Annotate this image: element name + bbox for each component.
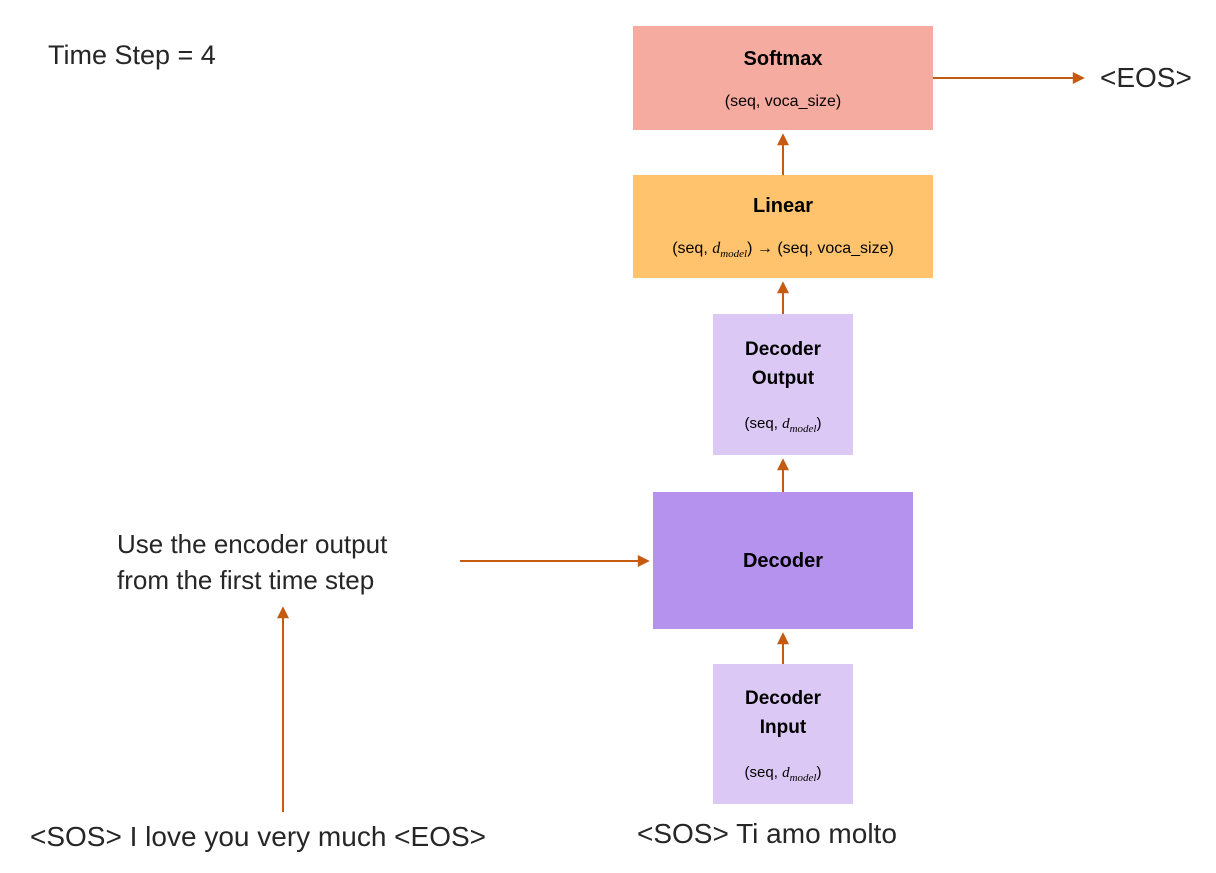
decoder-input-label-line2: Input [759, 717, 807, 738]
decoder-output-dim-var: d [782, 415, 790, 432]
time-step-label: Time Step = 4 [48, 40, 216, 70]
decoder-output-box: Decoder Output (seq, dmodel) [713, 314, 853, 455]
decoder-input-label: Decoder Input [745, 684, 821, 742]
softmax-shape: (seq, voca_size) [724, 93, 842, 110]
decoder-input-dim-sub: model [789, 772, 817, 784]
softmax-label: Softmax [743, 48, 823, 70]
decoder-label: Decoder [742, 549, 824, 572]
decoder-input-box: Decoder Input (seq, dmodel) [713, 664, 853, 804]
decoder-input-label-line1: Decoder [744, 688, 822, 709]
decoder-output-label-line1: Decoder [744, 338, 822, 360]
encoder-note-line2: from the first time step [117, 565, 375, 595]
linear-box: Linear (seq, dmodel) → (seq, voca_size) [633, 175, 933, 278]
decoder-output-label: Decoder Output [745, 335, 821, 393]
decoder-input-dim-var: d [782, 765, 790, 781]
decoder-input-shape: (seq, dmodel) [745, 764, 822, 784]
decoder-box: Decoder [653, 492, 913, 629]
target-sentence: <SOS> Ti amo molto [637, 818, 897, 849]
decoder-output-shape-prefix: (seq, [744, 414, 783, 432]
encoder-note-line1: Use the encoder output [117, 529, 388, 559]
linear-shape-suffix: ) → (seq, voca_size) [747, 240, 894, 258]
decoder-output-shape-suffix: ) [816, 414, 822, 432]
decoder-output-shape: (seq, dmodel) [745, 415, 822, 435]
decoder-output-dim-sub: model [789, 422, 817, 435]
decoder-input-shape-suffix: ) [816, 764, 822, 781]
softmax-box: Softmax (seq, voca_size) [633, 26, 933, 130]
linear-dim-sub: model [720, 248, 748, 261]
linear-shape-prefix: (seq, [672, 240, 713, 258]
linear-shape: (seq, dmodel) → (seq, voca_size) [672, 240, 894, 260]
source-sentence: <SOS> I love you very much <EOS> [30, 821, 486, 852]
encoder-note: Use the encoder output from the first ti… [117, 526, 387, 598]
linear-label: Linear [752, 195, 814, 218]
decoder-output-label-line2: Output [751, 367, 815, 389]
linear-dim-var: d [712, 240, 721, 258]
predicted-token: <EOS> [1100, 62, 1192, 93]
decoder-input-shape-prefix: (seq, [744, 764, 783, 781]
